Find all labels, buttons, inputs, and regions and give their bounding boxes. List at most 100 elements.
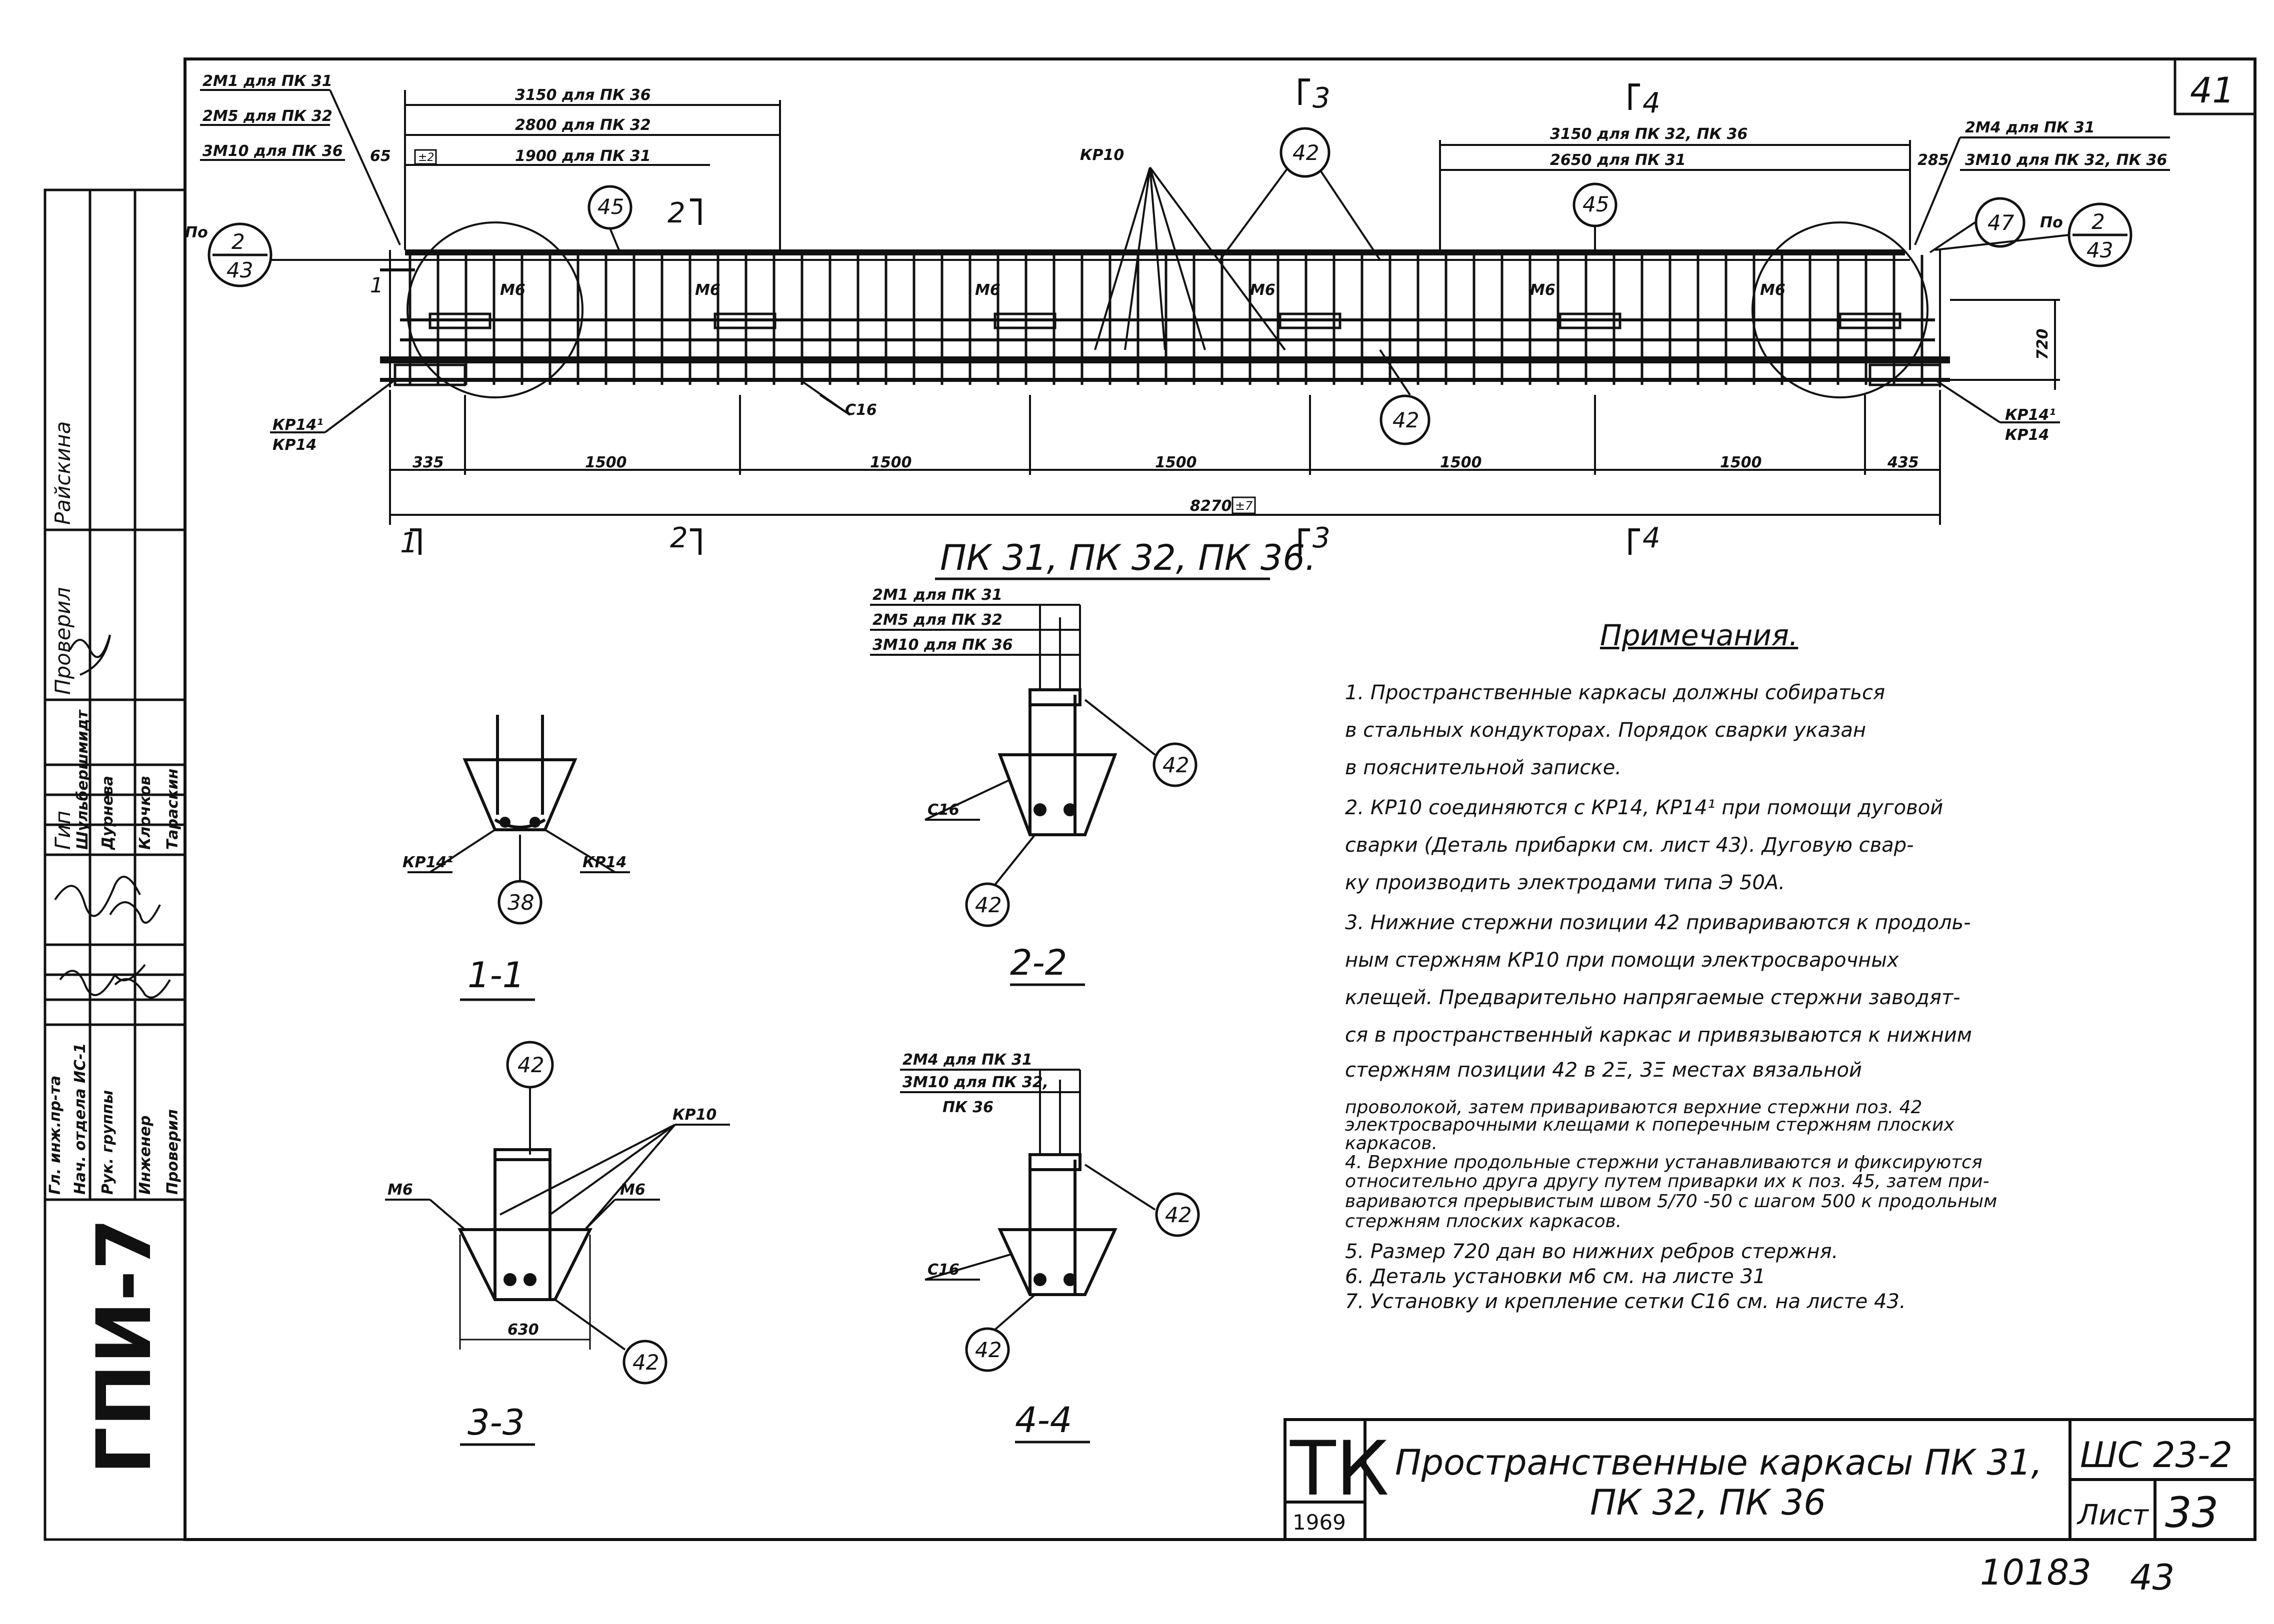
m6-label-6: М6	[1760, 281, 1786, 299]
s33-m6-left: М6	[388, 1181, 413, 1199]
note-line: стержням плоских каркасов.	[1345, 1211, 1622, 1232]
bottom-title-block	[1284, 1418, 2256, 1541]
s11-label: 1-1	[468, 955, 524, 996]
strip-role-2: Нач. отдела ИС-1	[72, 1043, 89, 1195]
section-3-3	[385, 1041, 730, 1446]
kr10-leaders	[799, 164, 1411, 416]
note-line: 7. Установку и крепление сетки С16 см. н…	[1345, 1290, 1906, 1313]
left-dim-2: 2800 для ПК 32	[515, 116, 651, 134]
strip-role-1: Гл. инж.пр-та	[46, 1076, 64, 1195]
ref-leaders	[270, 221, 2070, 261]
callout-42-bottom: 42	[1392, 408, 1419, 432]
ref-prefix-right: По	[2040, 214, 2063, 231]
note-line: вариваются прерывистым швом 5/70 -50 с ш…	[1345, 1191, 1998, 1212]
marker-2: 2	[670, 522, 688, 554]
kr14-right: КР14	[2005, 426, 2049, 444]
archive-number: 10183	[1980, 1552, 2092, 1593]
s22-rebar-1: 2М1 для ПК 31	[872, 586, 1002, 604]
note-line: 4. Верхние продольные стержни устанавлив…	[1345, 1152, 1982, 1173]
note-line: ся в пространственный каркас и привязыва…	[1345, 1024, 1972, 1047]
strip-name-raiskina: Райскина	[50, 421, 75, 525]
s33-kr10: КР10	[672, 1106, 716, 1124]
tol-box-small: ±2	[418, 151, 434, 164]
section-1-1	[408, 715, 630, 1001]
main-caption: ПК 31, ПК 32, ПК 36.	[940, 537, 1316, 578]
kr14-left: КР14	[272, 436, 316, 454]
note-line: клещей. Предварительно напрягаемые стерж…	[1345, 986, 1960, 1009]
top-dimension-lines	[200, 89, 2170, 525]
left-dim-3: 1900 для ПК 31	[515, 147, 651, 165]
strip-role-3: Рук. группы	[99, 1090, 116, 1195]
bottom-dim-2: 1500	[585, 454, 627, 471]
section-4-4	[900, 1069, 1200, 1444]
callout-45-right: 45	[1582, 192, 1609, 216]
note-line: стержням позиции 42 в 2Ξ, 3Ξ местах вяза…	[1345, 1059, 1862, 1082]
bottom-dim-3: 1500	[870, 454, 912, 471]
marker-1: 1	[400, 527, 418, 559]
height-dim: 720	[2034, 328, 2052, 360]
strip-name-4: Тараскин	[164, 769, 182, 850]
section-marker-text: 1 2 3 4 3 4 2 1	[370, 82, 1660, 559]
left-rebar-label-2: 2М5 для ПК 32	[202, 107, 332, 125]
year: 1969	[1292, 1510, 1346, 1535]
s33-callout-2: 42	[632, 1350, 659, 1375]
strip-header-checked: Проверил	[50, 587, 75, 695]
note-line: 5. Размер 720 дан во нижних ребров стерж…	[1345, 1240, 1838, 1263]
drawing-title-line1: Пространственные каркасы ПК 31,	[1395, 1442, 2042, 1483]
note-line: каркасов.	[1345, 1133, 1438, 1154]
right-rebar-label-1: 2М4 для ПК 31	[1965, 119, 2095, 136]
signatures	[54, 634, 171, 999]
left-rebar-label-3: 3М10 для ПК 36	[202, 142, 343, 160]
note-line: проволокой, затем привариваются верхние …	[1345, 1097, 1922, 1118]
note-line: электросварочными клещами к поперечным с…	[1345, 1115, 1954, 1135]
note-line: 2. КР10 соединяются с КР14, КР14¹ при по…	[1345, 796, 1944, 819]
m6-label-4: М6	[1250, 281, 1276, 299]
left-rebar-label-1: 2М1 для ПК 31	[202, 72, 332, 90]
series-code: ШС 23-2	[2080, 1435, 2232, 1476]
marker-4-top: 4	[1642, 87, 1660, 119]
s22-callout-2: 42	[975, 893, 1002, 917]
marker-2-top: 2	[668, 197, 686, 229]
title-strip-text: Райскина Проверил Гип Шульбершмидт Дурне…	[46, 421, 182, 1475]
note-line: относительно друга другу путем приварки …	[1345, 1171, 1990, 1192]
s11-kr14: КР14	[582, 854, 626, 871]
right-rebar-label-2: 3М10 для ПК 32, ПК 36	[1965, 151, 2167, 169]
marker-3-top: 3	[1312, 82, 1330, 114]
s44-c16: С16	[928, 1261, 960, 1279]
left-dim-1: 3150 для ПК 36	[515, 86, 651, 104]
top-dimension-text: 2М1 для ПК 31 2М5 для ПК 32 3М10 для ПК …	[202, 72, 2167, 515]
section-2-2	[870, 604, 1198, 986]
s44-rebar-3: ПК 36	[942, 1099, 994, 1116]
page-corner-number: 41	[2190, 70, 2234, 111]
s22-c16: С16	[928, 801, 960, 819]
ref-num-right: 2	[2092, 209, 2105, 234]
sheet-label: Лист	[2076, 1499, 2149, 1532]
overall-tol: ±7	[1235, 499, 1253, 513]
callout-42-top: 42	[1292, 140, 1319, 165]
s44-callout-2: 42	[975, 1338, 1002, 1362]
s44-rebar-2: 3М10 для ПК 32,	[902, 1074, 1048, 1091]
bottom-dim-5: 1500	[1440, 454, 1482, 471]
s33-m6-right: М6	[620, 1181, 646, 1199]
section-markers	[380, 78, 1640, 555]
strip-role-5: Проверил	[164, 1109, 182, 1195]
bottom-dim-4: 1500	[1155, 454, 1197, 471]
m6-label-1: М6	[500, 281, 526, 299]
s11-kr14a: КР14¹	[402, 854, 453, 871]
strip-header-gip: Гип	[50, 811, 75, 850]
m6-label-3: М6	[975, 281, 1000, 299]
marker-3: 3	[1312, 522, 1330, 554]
bottom-dim-7: 435	[1887, 454, 1919, 471]
s22-rebar-3: 3М10 для ПК 36	[872, 636, 1013, 654]
s33-width: 630	[508, 1321, 539, 1339]
ref-prefix-left: По	[185, 224, 208, 241]
ref-num-left: 2	[232, 229, 245, 254]
s44-rebar-1: 2М4 для ПК 31	[902, 1051, 1032, 1069]
kr10-label: КР10	[1080, 146, 1124, 164]
right-end-dim: 285	[1918, 151, 1949, 169]
note-line: в пояснительной записке.	[1345, 756, 1622, 779]
tk-logo: ТК	[1290, 1426, 1389, 1513]
marker-1-top: 1	[370, 273, 384, 297]
archive-page: 43	[2130, 1557, 2174, 1598]
note-line: ным стержням КР10 при помощи электросвар…	[1345, 949, 1899, 972]
